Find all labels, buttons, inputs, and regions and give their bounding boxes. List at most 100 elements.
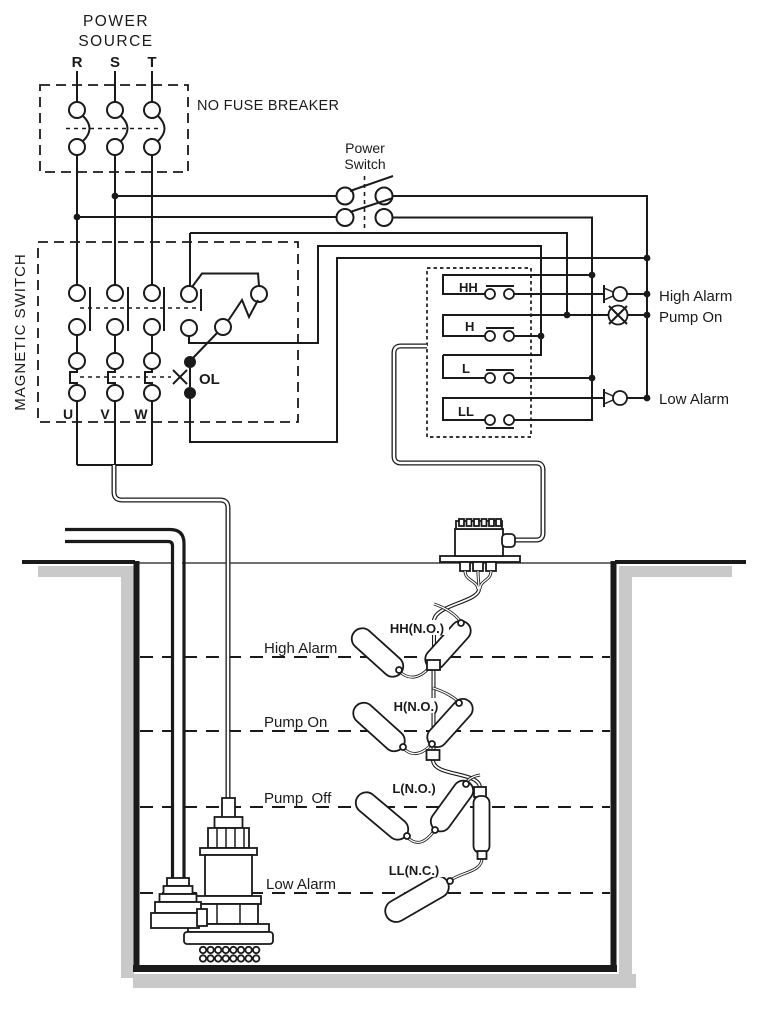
horn-buzzer-icon	[603, 285, 628, 303]
relay-label-l: L	[462, 361, 470, 376]
pump-body	[204, 854, 253, 897]
relay-row-ll: LL	[442, 397, 603, 429]
float-label-hh: HH(N.O.)	[390, 621, 444, 636]
float-signal-cable	[391, 343, 546, 543]
relay-row-hh: HH	[442, 274, 603, 300]
level-label-low-alarm: Low Alarm	[266, 876, 336, 893]
junction-dot	[588, 374, 596, 382]
cable-splitter	[463, 570, 493, 590]
horn-buzzer-icon	[603, 389, 628, 407]
magnetic-switch: MAGNETIC SWITCH	[12, 233, 299, 466]
tank	[22, 560, 746, 988]
level-label-pump-on: Pump On	[264, 714, 327, 731]
soil-shadow-left	[38, 566, 134, 577]
contact-terminal	[503, 414, 515, 426]
coil-zigzag-icon	[227, 297, 259, 322]
magnetic-switch-label: MAGNETIC SWITCH	[12, 253, 29, 411]
contact-terminal	[484, 330, 496, 342]
pump-cap	[213, 816, 244, 829]
relay-row-l: L	[442, 355, 592, 384]
wire-holding-circuit	[188, 245, 542, 356]
ol-contact-dot	[184, 356, 196, 368]
junction-box	[439, 518, 521, 590]
ol-contact-dot	[184, 387, 196, 399]
pump-cable-spout	[221, 797, 236, 819]
power-switch-label-line2: Switch	[344, 156, 385, 172]
relay-label-ll: LL	[458, 404, 474, 419]
contact-terminal	[503, 372, 515, 384]
junction-dot	[588, 271, 596, 279]
breaker-pole-icon	[68, 101, 91, 156]
aux-bridge-wire	[191, 272, 260, 288]
thermal-overload: OL	[68, 335, 220, 402]
junction-dot	[643, 394, 651, 402]
float-relay-box: HH H L LL	[426, 267, 608, 438]
phase-label-s: S	[110, 54, 120, 71]
pump-on-output: Pump On	[607, 304, 722, 326]
control-wiring	[188, 195, 648, 443]
magnetic-switch-box	[37, 241, 299, 423]
pump-skirt	[183, 931, 274, 945]
output-label-low-alarm: Low Alarm	[659, 391, 729, 408]
x-lamp-icon	[607, 304, 629, 326]
pump-neck	[207, 827, 250, 849]
discharge-pipe	[65, 527, 186, 879]
no-fuse-breaker: NO FUSE BREAKER	[39, 84, 339, 173]
power-switch: Power Switch	[77, 140, 394, 230]
relay-label-hh: HH	[459, 280, 478, 295]
wire-ol-return	[189, 257, 647, 443]
terminal-label-v: V	[100, 406, 110, 422]
cable-clamp	[425, 749, 441, 761]
cable-entry-stub	[501, 533, 516, 548]
submersible-pump	[150, 797, 274, 963]
thermal-overload-icon	[69, 369, 78, 385]
junction-box-flange	[439, 555, 521, 563]
junction-dot	[563, 311, 571, 319]
ol-label: OL	[199, 371, 220, 388]
cable-clamp	[426, 659, 441, 671]
level-label-pump-off: Pump Off	[264, 790, 332, 807]
phase-lines	[73, 155, 153, 285]
junction-box-body	[454, 528, 504, 557]
motor-terminals: U V W	[63, 401, 153, 466]
pump-flange	[199, 847, 258, 856]
aux-contact-and-coil	[180, 233, 268, 359]
high-alarm-output: High Alarm	[603, 285, 732, 305]
soil-shadow-right	[620, 566, 732, 577]
junction-dot	[643, 311, 651, 319]
junction-dot	[537, 332, 545, 340]
float-assembly: HH(N.O.) H(N.O.) L(N.O.) LL(N.C.)	[350, 588, 491, 923]
cable-glands	[459, 561, 497, 572]
alarm-outputs: High Alarm Pump On Low Alarm	[603, 254, 732, 408]
pump-base-flange	[195, 895, 262, 905]
output-label-pump-on: Pump On	[659, 309, 722, 326]
pump-power-cable	[111, 465, 231, 800]
float-hh	[350, 619, 472, 678]
relay-box-outline	[426, 267, 532, 438]
aux-to-ol-wire	[192, 332, 218, 359]
contact-terminal	[503, 288, 515, 300]
terminal-strip-teeth	[458, 518, 502, 527]
wall-shadow-left	[121, 566, 134, 978]
terminal-label-w: W	[134, 406, 148, 422]
contact-terminal	[484, 372, 496, 384]
nfb-label: NO FUSE BREAKER	[197, 98, 339, 114]
water-levels: High Alarm Pump On Pump Off Low Alarm	[140, 639, 610, 894]
power-switch-label-line1: Power	[345, 140, 385, 156]
junction-dot	[643, 290, 651, 298]
float-label-h: H(N.O.)	[394, 699, 439, 714]
bottom-shadow	[133, 974, 636, 988]
breaker-pole-icon	[143, 101, 166, 156]
junction-dot	[643, 254, 651, 262]
phase-label-t: T	[147, 54, 156, 71]
contactor-poles	[68, 284, 199, 336]
terminal-label-u: U	[63, 406, 73, 422]
float-h	[352, 697, 474, 753]
switch-pole-icon	[335, 197, 394, 227]
float-label-l: L(N.O.)	[392, 781, 435, 796]
power-source-title-line1: POWER	[83, 13, 149, 30]
low-alarm-output: Low Alarm	[603, 389, 729, 408]
level-label-high-alarm: High Alarm	[264, 640, 337, 657]
